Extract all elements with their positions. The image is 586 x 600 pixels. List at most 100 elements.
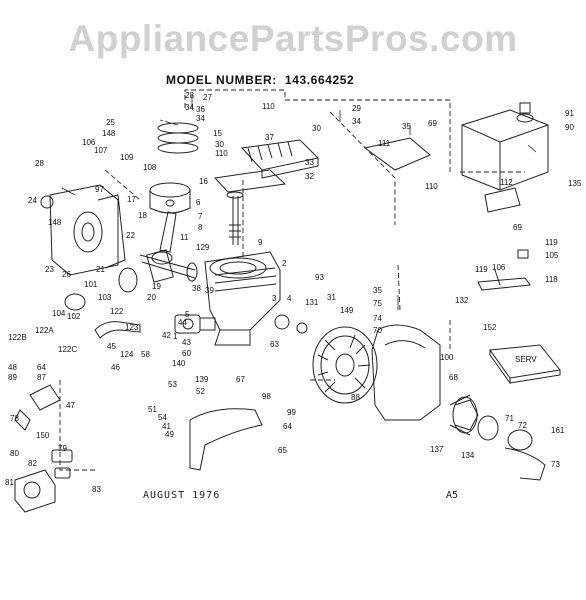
callout: 65: [278, 446, 287, 455]
callout: 91: [565, 109, 574, 118]
callout: 122B: [8, 333, 27, 342]
callout: 34: [185, 103, 194, 112]
callout: 27: [203, 93, 212, 102]
callout: 132: [455, 296, 469, 305]
callout: 51: [148, 405, 157, 414]
callout: 124: [120, 350, 134, 359]
callout: 63: [270, 340, 279, 349]
callout: 93: [315, 273, 324, 282]
callout: 72: [518, 421, 527, 430]
callout: 90: [565, 123, 574, 132]
svg-text:SERV: SERV: [515, 355, 537, 364]
callout: 74: [373, 314, 382, 323]
callout-labels: 28 27 34 36 34 110 29 34 25 148 15 30 11…: [5, 91, 582, 494]
callout: 67: [236, 375, 245, 384]
callout: 32: [305, 172, 314, 181]
callout: 100: [440, 353, 454, 362]
fuel-tank: [461, 102, 549, 191]
callout: 148: [48, 218, 62, 227]
callout: 111: [378, 139, 391, 148]
callout: 21: [96, 265, 105, 274]
callout: 23: [45, 265, 54, 274]
callout: 79: [58, 444, 67, 453]
callout: 42: [162, 331, 171, 340]
crankcase-cover: [49, 184, 126, 276]
callout: 103: [98, 293, 112, 302]
callout: 108: [143, 163, 157, 172]
callout: 71: [505, 414, 514, 423]
callout: 36: [196, 105, 205, 114]
callout: 118: [545, 275, 558, 284]
callout: 88: [351, 393, 360, 402]
callout: 70: [373, 326, 382, 335]
callout: 9: [258, 238, 263, 247]
callout: 75: [373, 299, 382, 308]
callout: 54: [158, 413, 167, 422]
carburetor: [174, 314, 216, 334]
callout: 105: [545, 251, 559, 260]
callout: 7: [198, 212, 203, 221]
callout: 83: [92, 485, 101, 494]
callout: 4: [287, 294, 292, 303]
callout: 97: [95, 185, 104, 194]
callout: 6: [196, 198, 201, 207]
flywheel: [312, 326, 378, 404]
model-number-heading: MODEL NUMBER:143.664252: [166, 73, 354, 87]
blower-housing: [371, 324, 441, 421]
governor-linkage: [14, 384, 61, 431]
callout: 28: [35, 159, 44, 168]
dashed-guide-lines: [59, 89, 525, 471]
callout: 35: [402, 122, 411, 131]
connecting-rod: [151, 211, 177, 265]
callout: 58: [141, 350, 150, 359]
callout: 140: [172, 359, 186, 368]
callout: 5: [185, 310, 190, 319]
callout: 41: [162, 422, 171, 431]
callout: 102: [67, 312, 81, 321]
callout: 69: [513, 223, 522, 232]
valves: [226, 191, 244, 245]
callout: 24: [28, 196, 37, 205]
callout: 8: [198, 223, 203, 232]
callout: 28: [185, 91, 194, 100]
callout: 15: [213, 129, 222, 138]
callout: 148: [102, 129, 116, 138]
owners-manual: SERV: [489, 344, 561, 385]
callout: 87: [37, 373, 46, 382]
callout: 35: [373, 286, 382, 295]
callout: 82: [28, 459, 37, 468]
callout: 68: [449, 373, 458, 382]
callout: 33: [305, 158, 314, 167]
callout: 89: [8, 373, 17, 382]
callout: 38: [192, 284, 201, 293]
callout: 34: [352, 117, 361, 126]
callout: 139: [195, 375, 209, 384]
callout: 104: [52, 309, 66, 318]
callout: 134: [461, 451, 475, 460]
cylinder-baffle: [189, 408, 263, 471]
callout: 18: [138, 211, 147, 220]
callout: 48: [8, 363, 17, 372]
callout: 39: [205, 286, 214, 295]
callout: 137: [430, 445, 444, 454]
air-filter: [51, 449, 73, 479]
diagram-date: AUGUST 1976: [143, 490, 221, 501]
oil-seal: [40, 195, 54, 209]
callout: 34: [196, 114, 205, 123]
callout: 161: [551, 426, 565, 435]
callout: 1: [173, 332, 178, 341]
cylinder-head: [240, 139, 320, 179]
callout: 107: [94, 146, 108, 155]
callout: 30: [312, 124, 321, 133]
callout: 20: [147, 293, 156, 302]
callout: 64: [283, 422, 292, 431]
callout: 110: [262, 102, 275, 111]
callout: 49: [165, 430, 174, 439]
callout: 16: [199, 177, 208, 186]
callout: 44: [178, 318, 187, 327]
callout: 45: [107, 342, 116, 351]
callout: 150: [36, 431, 50, 440]
throttle-linkage: [477, 249, 531, 291]
callout: 131: [305, 298, 319, 307]
